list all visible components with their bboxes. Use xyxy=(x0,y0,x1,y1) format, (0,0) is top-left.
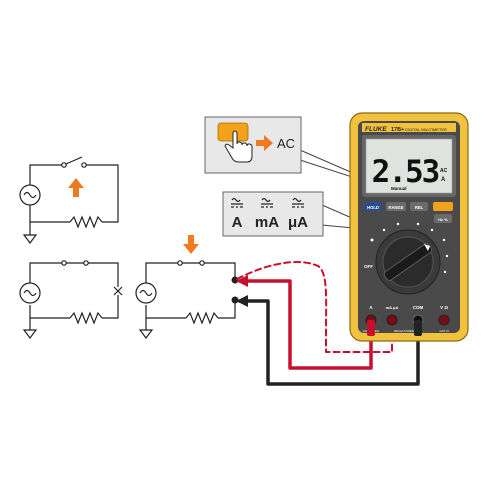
dial-knob-bar xyxy=(383,243,433,281)
callout-ac: AC xyxy=(204,116,302,174)
hz-button-label: Hz % xyxy=(438,217,448,222)
lead-red-arrowhead xyxy=(236,275,248,287)
circuit-top-left xyxy=(19,156,119,244)
multimeter: FLUKE 17B+ DIGITAL MULTIMETER 2.53 Manua… xyxy=(349,112,469,342)
unit-a: A xyxy=(232,214,243,231)
jack-v-cat: CAT III xyxy=(439,329,448,333)
jack-ma[interactable] xyxy=(386,314,398,326)
lcd-screen xyxy=(365,138,453,194)
lead-red xyxy=(238,279,373,370)
jack-ma-fuse: 400mA FUSED xyxy=(394,329,415,333)
ground-icon xyxy=(138,318,154,339)
callout-ac-label: AC xyxy=(277,136,295,151)
ac-source-icon xyxy=(135,282,157,304)
meter-buttons: HOLD RANGE REL Hz % xyxy=(364,202,453,223)
break-x-icon xyxy=(113,286,123,296)
callout-units: A mA μA xyxy=(222,191,324,237)
resistor-icon xyxy=(69,215,103,229)
arrow-up-icon xyxy=(68,178,84,197)
switch-icon xyxy=(177,260,205,266)
ground-icon xyxy=(22,222,38,244)
hold-button-label: HOLD xyxy=(367,205,379,210)
hand-press-icon xyxy=(224,130,253,163)
lcd-value: 2.53 xyxy=(372,154,439,190)
circuit-mid-left xyxy=(19,260,123,339)
lead-black-arrowhead xyxy=(236,295,248,307)
rel-button[interactable] xyxy=(410,202,428,211)
plug-black xyxy=(414,320,422,336)
plug-red xyxy=(367,320,375,336)
dial-tick xyxy=(370,238,374,242)
jack-ma-label: mA μA xyxy=(386,305,399,310)
ground-icon xyxy=(22,318,38,339)
arrow-right-icon xyxy=(256,135,273,151)
switch-icon xyxy=(61,260,89,266)
jack-v-label: V Ω xyxy=(440,305,448,310)
yellow-function-button[interactable] xyxy=(433,202,453,211)
lcd-unit-top: AC xyxy=(440,168,448,174)
circuit-measured xyxy=(135,260,236,339)
range-button[interactable] xyxy=(386,202,406,211)
ac-dc-symbol-icon xyxy=(231,197,304,208)
unit-ma: mA xyxy=(255,214,279,231)
lead-red-dashed xyxy=(236,261,393,353)
rotary-dial[interactable]: OFF xyxy=(364,222,449,295)
meter-subtitle: DIGITAL MULTIMETER xyxy=(405,127,447,132)
test-leads xyxy=(236,261,420,386)
ac-source-icon xyxy=(19,282,41,304)
hz-button[interactable] xyxy=(434,214,452,223)
unit-ua: μA xyxy=(288,214,308,231)
jack-v[interactable] xyxy=(438,314,450,326)
hold-button[interactable] xyxy=(364,202,382,211)
probe-point-red xyxy=(231,276,239,284)
resistor-icon xyxy=(69,311,103,325)
lead-black xyxy=(238,299,420,386)
probe-point-black xyxy=(231,296,239,304)
dial-off-label: OFF xyxy=(364,264,373,269)
jack-com-label: COM xyxy=(413,305,424,310)
resistor-icon xyxy=(185,311,219,325)
jack-a-label: A xyxy=(369,305,373,310)
range-button-label: RANGE xyxy=(388,205,403,210)
meter-brand: FLUKE xyxy=(365,126,387,133)
arrow-down-icon xyxy=(183,235,199,254)
lcd-unit-bottom: A xyxy=(441,177,446,183)
switch-icon xyxy=(61,156,87,168)
meter-model: 17B+ xyxy=(391,127,404,133)
lcd-mode: Manual xyxy=(391,186,407,191)
rel-button-label: REL xyxy=(415,205,424,210)
dial-pointer-icon xyxy=(424,244,430,251)
ac-source-icon xyxy=(19,184,41,206)
